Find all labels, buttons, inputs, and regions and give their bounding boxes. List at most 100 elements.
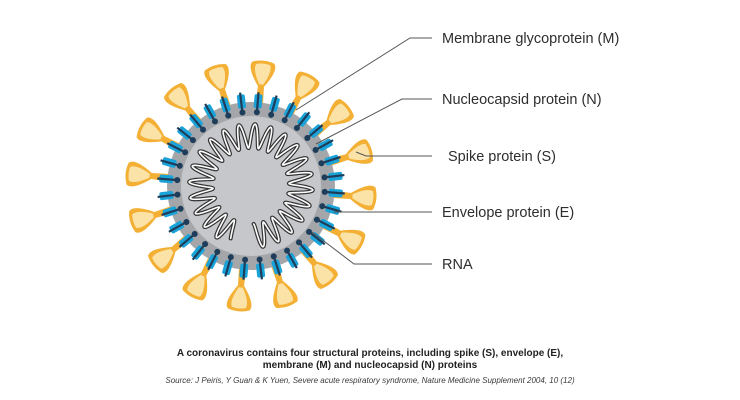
spike-proteins <box>125 60 377 312</box>
spike-highlight <box>231 287 248 309</box>
envelope-protein <box>161 205 184 216</box>
envelope-protein <box>281 101 295 124</box>
envelope-protein <box>295 239 313 259</box>
envelope-protein-head <box>200 126 207 133</box>
spike-highlight <box>132 211 154 228</box>
envelope-protein <box>256 256 264 280</box>
envelope-protein-head <box>312 146 319 153</box>
label-rna: RNA <box>442 257 473 273</box>
envelope-protein-head <box>182 149 189 156</box>
figure-caption: A coronavirus contains four structural p… <box>0 348 740 372</box>
envelope-protein <box>312 139 334 153</box>
envelope-protein-head <box>174 177 181 184</box>
envelope-protein <box>238 92 246 116</box>
caption-line-2: membrane (M) and nucleocapsid (N) protei… <box>262 360 478 371</box>
spike-highlight <box>297 75 315 98</box>
envelope-protein-head <box>304 135 311 142</box>
envelope-protein <box>304 124 324 142</box>
envelope-protein <box>168 219 190 233</box>
envelope-protein <box>321 173 345 181</box>
envelope-protein-stem <box>221 96 230 118</box>
spike-highlight <box>128 166 150 183</box>
leader-line-spike <box>355 151 432 157</box>
label-nucleocapsid-protein: Nucleocapsid protein (N) <box>442 92 602 108</box>
envelope-protein-head <box>253 109 260 116</box>
envelope-protein <box>176 126 196 144</box>
envelope-protein-head <box>321 174 328 181</box>
spike-highlight <box>339 232 362 250</box>
envelope-protein-head <box>227 254 234 261</box>
envelope-protein-head <box>214 248 221 255</box>
protein-labels: Membrane glycoprotein (M) Nucleocapsid p… <box>442 31 619 273</box>
virus-particle <box>125 60 377 312</box>
envelope-protein-head <box>191 230 198 237</box>
envelope-protein <box>318 156 341 167</box>
envelope-protein <box>166 142 189 156</box>
envelope-protein-head <box>313 216 320 223</box>
leader-line-nucleocapsid <box>315 98 432 145</box>
envelope-protein <box>313 216 336 230</box>
envelope-protein-head <box>321 188 328 195</box>
leader-line-membrane <box>295 37 432 111</box>
spike-highlight <box>187 274 205 297</box>
spike-highlight <box>348 144 370 161</box>
label-leader-lines <box>295 37 432 265</box>
spike-highlight <box>352 189 374 206</box>
envelope-protein <box>160 159 183 169</box>
envelope-protein-stem <box>258 257 264 280</box>
rna-strand-highlight <box>188 123 314 248</box>
envelope-protein <box>293 111 311 131</box>
envelope-protein-head <box>268 111 275 118</box>
envelope-protein-head <box>242 256 249 263</box>
label-envelope-protein: Envelope protein (E) <box>442 205 574 221</box>
spike-highlight <box>152 249 174 269</box>
envelope-protein-stem <box>178 231 197 248</box>
envelope-protein-head <box>319 203 326 210</box>
envelope-protein-head <box>176 162 183 169</box>
envelope-protein <box>191 241 209 261</box>
envelope-protein <box>221 96 232 119</box>
figure-source: Source: J Peiris, Y Guan & K Yuen, Sever… <box>165 376 575 385</box>
envelope-protein-stem <box>272 254 281 276</box>
envelope-protein <box>207 248 221 271</box>
envelope-protein-head <box>318 160 325 167</box>
spike-highlight <box>314 263 334 285</box>
leader-line-rna <box>311 231 432 265</box>
envelope-protein-head <box>270 253 277 260</box>
spike-highlight <box>140 122 163 140</box>
envelope-protein-stem <box>314 217 336 230</box>
envelope-protein <box>204 103 218 125</box>
envelope-protein-head <box>211 118 218 125</box>
envelope-protein <box>321 188 345 195</box>
envelope-protein-head <box>239 109 246 116</box>
envelope-proteins <box>157 92 345 280</box>
spike-highlight <box>328 103 350 123</box>
envelope-protein-head <box>189 137 196 144</box>
envelope-protein <box>178 230 198 248</box>
spike-highlight <box>254 63 271 85</box>
envelope-protein-stem <box>166 142 188 155</box>
envelope-protein-stem <box>191 241 208 261</box>
spike-highlight <box>209 67 226 89</box>
envelope-protein-head <box>225 112 232 119</box>
envelope-protein-head <box>295 239 302 246</box>
label-spike-protein: Spike protein (S) <box>448 149 556 165</box>
spike-highlight <box>276 283 293 305</box>
envelope-protein <box>253 92 260 116</box>
envelope-protein <box>268 95 278 118</box>
envelope-protein <box>242 256 249 280</box>
envelope-protein-head <box>177 205 184 212</box>
envelope-protein <box>319 203 342 213</box>
envelope-protein-head <box>281 117 288 124</box>
envelope-protein <box>224 254 234 277</box>
envelope-protein-head <box>202 241 209 248</box>
label-membrane-glycoprotein: Membrane glycoprotein (M) <box>442 31 619 47</box>
envelope-protein-head <box>293 124 300 131</box>
envelope-protein <box>284 247 298 269</box>
envelope-protein-head <box>306 228 313 235</box>
envelope-protein <box>157 177 181 184</box>
spike-highlight <box>168 87 188 109</box>
envelope-protein-head <box>256 256 263 263</box>
envelope-protein-head <box>183 219 190 226</box>
